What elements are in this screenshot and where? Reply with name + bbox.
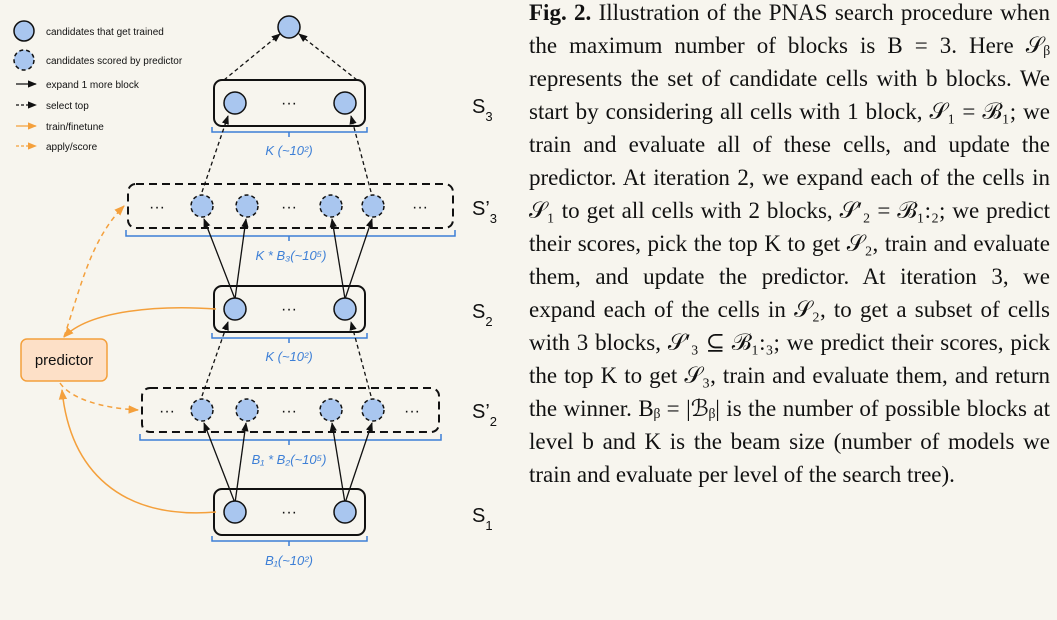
legend-expand-label: expand 1 more block <box>46 80 140 91</box>
train-arrow-s1 <box>58 388 217 514</box>
legend-trained-label: candidates that get trained <box>46 27 164 38</box>
s1-node-right <box>333 500 357 524</box>
select-arrow-s2-right <box>349 321 372 397</box>
s3-node-right <box>333 91 357 115</box>
pnas-diagram: candidates that get trained candidates s… <box>13 15 497 568</box>
s2-dots: ··· <box>281 301 297 318</box>
legend-scored-label: candidates scored by predictor <box>46 56 183 67</box>
s2-bracket <box>211 333 368 343</box>
select-arrow-winner-left <box>223 33 281 81</box>
select-arrow-s3-right <box>349 115 372 193</box>
s3p-node-1 <box>190 194 214 218</box>
s3p-dots-2: ··· <box>281 199 297 216</box>
s2p-node-3 <box>319 398 343 422</box>
s2p-dots-2: ··· <box>281 403 297 420</box>
s3-bracket <box>211 127 368 137</box>
label-s2-prime: S’2 <box>472 401 497 429</box>
train-arrow-s2 <box>63 307 217 338</box>
predictor-box <box>20 338 108 382</box>
s2p-node-2 <box>235 398 259 422</box>
caption-lead: Fig. 2. <box>529 0 592 25</box>
s1-row: ··· B₁(~10²) <box>211 488 368 568</box>
s2p-dots-1: ··· <box>159 403 175 420</box>
s1-bracket <box>211 536 368 546</box>
s2p-bracket <box>139 434 442 445</box>
caption-text: Illustration of the PNAS search procedur… <box>529 0 1050 487</box>
s3p-kb3-label: K * B₃(~10⁵) <box>256 248 327 263</box>
s1-dots: ··· <box>281 504 297 521</box>
label-s3-prime: S’3 <box>472 198 497 226</box>
s3-k-label: K (~10²) <box>265 143 312 158</box>
s3-node-left <box>223 91 247 115</box>
expand-arrow-8 <box>344 422 373 504</box>
s2p-dots-3: ··· <box>404 403 420 420</box>
s3-prime-row: ··· ··· ··· K * B₃(~10⁵) <box>125 183 456 263</box>
predictor-label: predictor <box>35 352 93 369</box>
s3-row: ··· K (~10²) <box>211 79 368 158</box>
s3p-dots-3: ··· <box>412 199 428 216</box>
select-arrow-s3-left <box>201 115 229 193</box>
s1-b1-label: B₁(~10²) <box>265 553 313 568</box>
winner-node <box>277 15 301 39</box>
s2p-node-4 <box>361 398 385 422</box>
s2-prime-row: ··· ··· ··· B₁ * B₂(~10⁵) <box>139 387 442 467</box>
legend-apply-label: apply/score <box>46 142 98 153</box>
expand-arrow-7 <box>329 422 346 504</box>
s2p-b1b2-label: B₁ * B₂(~10⁵) <box>252 452 327 467</box>
legend-select-label: select top <box>46 101 89 112</box>
s2-row: ··· K (~10²) <box>211 285 368 364</box>
apply-arrow-s2p <box>59 382 140 414</box>
figure-caption: Fig. 2. Illustration of the PNAS search … <box>529 0 1050 491</box>
select-arrow-winner-right <box>298 33 358 81</box>
s3p-dots-1: ··· <box>149 199 165 216</box>
expand-arrow-5 <box>203 422 236 504</box>
select-arrow-s2-left <box>201 321 229 397</box>
s3p-node-2 <box>235 194 259 218</box>
apply-arrow-s3p <box>63 205 125 338</box>
s2-node-right <box>333 297 357 321</box>
s3p-node-4 <box>361 194 385 218</box>
s2-prime-box <box>141 387 440 433</box>
legend-trained-symbol <box>13 20 35 42</box>
s3p-bracket <box>125 230 456 241</box>
label-s1: S1 <box>472 505 493 533</box>
s1-node-left <box>223 500 247 524</box>
label-s2: S2 <box>472 301 493 329</box>
s2-k-label: K (~10²) <box>265 349 312 364</box>
s3p-node-3 <box>319 194 343 218</box>
label-s3: S3 <box>472 96 493 124</box>
s2-node-left <box>223 297 247 321</box>
legend: candidates that get trained candidates s… <box>13 20 183 153</box>
s2p-node-1 <box>190 398 214 422</box>
s3-box <box>213 79 366 127</box>
s3-dots: ··· <box>281 95 297 112</box>
legend-train-label: train/finetune <box>46 122 104 133</box>
legend-scored-symbol <box>13 49 35 71</box>
expand-arrow-6 <box>234 422 249 504</box>
